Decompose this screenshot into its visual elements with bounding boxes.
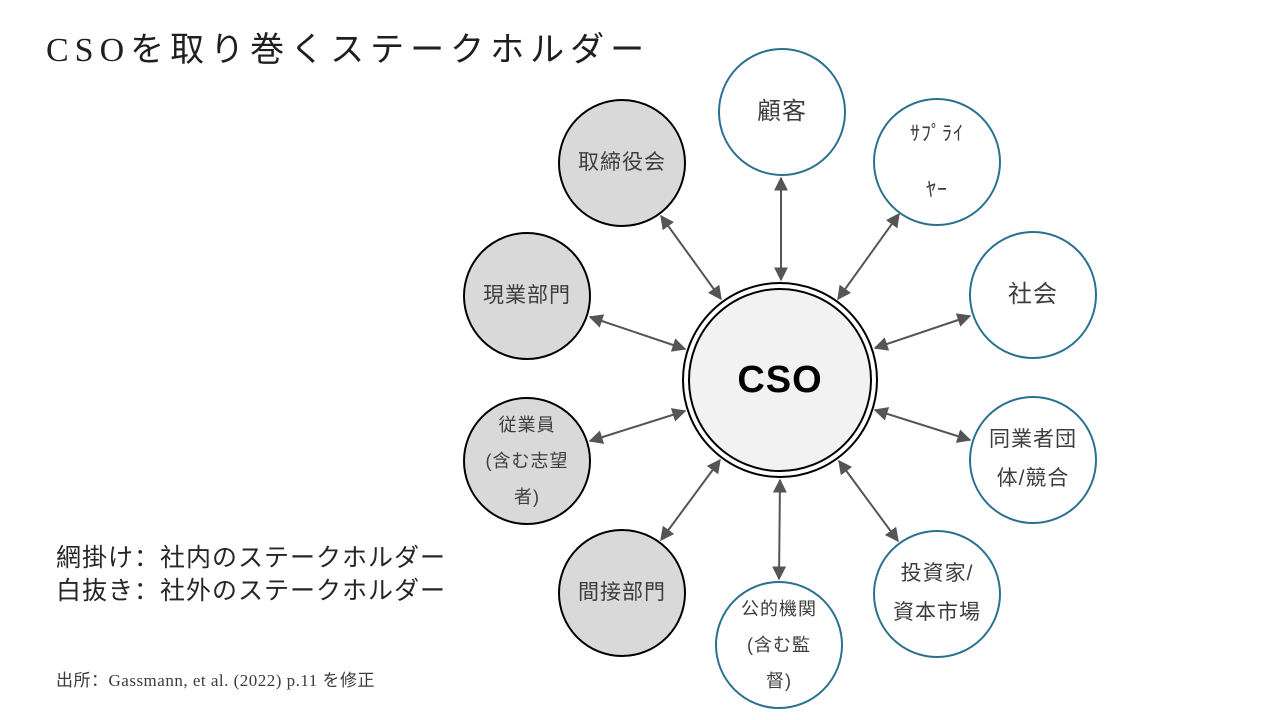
node-indirect-departments: 間接部門 <box>558 529 686 657</box>
page-title: CSOを取り巻くステークホルダー <box>46 32 651 69</box>
node-industry-competitors-label: 同業者団 体/競合 <box>989 428 1077 490</box>
arrow-cso-suppliers <box>837 212 900 301</box>
node-society-label: 社会 <box>1008 281 1058 309</box>
legend-internal: 網掛け：社内のステークホルダー <box>56 544 447 572</box>
legend: 網掛け：社内のステークホルダー 白抜き：社外のステークホルダー <box>56 542 446 607</box>
arrow-cso-board <box>660 214 722 301</box>
node-indirect-departments-label: 間接部門 <box>578 580 666 604</box>
node-employees: 従業員 (含む志望 者) <box>463 397 591 525</box>
arrow-cso-indirect <box>660 458 721 542</box>
node-investors-capital-markets: 投資家/ 資本市場 <box>873 530 1001 658</box>
node-industry-competitors: 同業者団 体/競合 <box>969 396 1097 524</box>
arrow-cso-industry <box>873 407 972 443</box>
source-note: 出所：Gassmann, et al. (2022) p.11 を修正 <box>56 671 376 690</box>
node-public-institutions: 公的機関 (含む監 督) <box>715 581 843 709</box>
node-customers-label: 顧客 <box>757 98 807 126</box>
node-investors-label: 投資家/ 資本市場 <box>893 562 981 624</box>
node-board-of-directors-label: 取締役会 <box>578 150 666 174</box>
node-board-of-directors: 取締役会 <box>558 99 686 227</box>
arrow-cso-investors <box>838 459 899 543</box>
node-suppliers-label: ｻﾌﾟﾗｲ ﾔｰ <box>910 123 964 201</box>
node-suppliers: ｻﾌﾟﾗｲ ﾔｰ <box>873 98 1001 226</box>
node-operational-departments: 現業部門 <box>463 232 591 360</box>
arrow-cso-employees <box>588 408 687 444</box>
center-node-cso-inner: CSO <box>688 288 872 472</box>
center-node-cso: CSO <box>682 282 878 478</box>
node-public-institutions-label: 公的機関 (含む監 督) <box>741 599 817 691</box>
arrow-cso-public <box>772 478 787 581</box>
center-node-cso-label: CSO <box>737 358 823 401</box>
node-employees-label: 従業員 (含む志望 者) <box>485 415 569 507</box>
legend-external: 白抜き：社外のステークホルダー <box>56 576 447 605</box>
node-operational-departments-label: 現業部門 <box>483 283 571 307</box>
arrow-cso-operations <box>588 314 687 352</box>
node-society: 社会 <box>969 231 1097 359</box>
node-customers: 顧客 <box>718 48 846 176</box>
arrow-cso-society <box>873 313 972 351</box>
